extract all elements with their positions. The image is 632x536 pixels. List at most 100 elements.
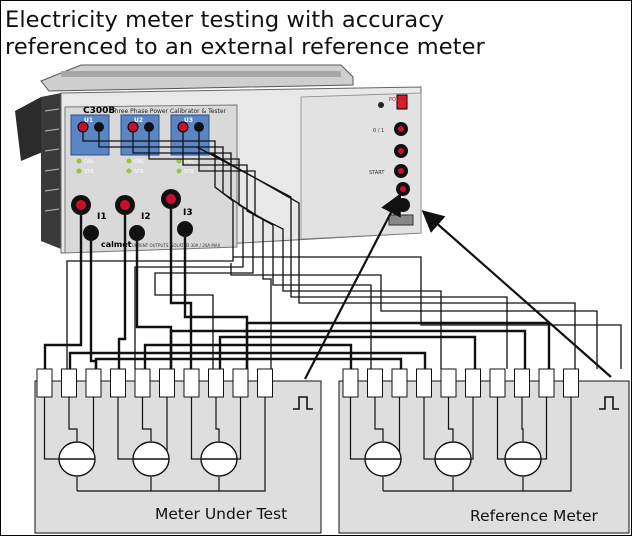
coil-lead xyxy=(215,397,220,441)
control-port-4-pin xyxy=(400,186,406,192)
terminal-block xyxy=(232,368,249,398)
led-ovl-3 xyxy=(176,158,182,164)
wire-u2-a xyxy=(132,132,254,369)
led-stb-3 xyxy=(176,168,182,174)
control-port-1-pin xyxy=(398,126,404,132)
device-front-note: CURRENT OUTPUTS ISOLATED 30A / 20A MAX xyxy=(129,243,221,248)
coil-lead xyxy=(43,397,59,460)
device-ridges xyxy=(44,108,60,212)
terminal-block xyxy=(465,368,481,398)
terminal-block xyxy=(134,368,151,398)
voltage-block-u1 xyxy=(70,114,110,156)
terminal-block xyxy=(538,368,555,398)
power-label: POWER xyxy=(389,97,408,103)
wire-i1-return xyxy=(89,241,98,369)
terminal-block xyxy=(342,368,359,398)
coil-lead xyxy=(447,397,454,441)
terminal-block xyxy=(208,368,224,398)
terminal-block xyxy=(61,368,77,398)
terminal-i2-hot xyxy=(120,200,130,210)
terminal-block xyxy=(489,368,506,398)
control-port-2-pin xyxy=(398,148,404,154)
control-port-3-pin xyxy=(398,168,404,174)
wire-i3-out xyxy=(169,209,193,369)
terminal-u2-neutral xyxy=(144,122,154,132)
coil-lead xyxy=(68,397,78,441)
power-switch xyxy=(396,94,408,110)
coil-lead xyxy=(117,397,133,460)
terminal-i2-return xyxy=(129,225,145,241)
label-stb-3: STB xyxy=(184,169,194,175)
coil-lead xyxy=(496,397,505,460)
wire-neutral-chain xyxy=(230,263,598,369)
wire-neutral-ref xyxy=(233,256,622,369)
terminal-block xyxy=(85,368,102,398)
label-ovl-2: OVL xyxy=(134,159,144,165)
label-u2: U2 xyxy=(134,117,143,124)
terminal-i3-return xyxy=(177,221,193,237)
diagram-title: Electricity meter testing with accuracy … xyxy=(5,7,485,61)
coil-lead xyxy=(237,397,242,460)
wire-u3-b xyxy=(198,132,442,369)
coil-lead xyxy=(349,397,365,460)
square-pulse-icon xyxy=(599,396,619,410)
terminal-i1-hot xyxy=(76,200,86,210)
neutral-bus xyxy=(77,397,266,492)
wire-i1-out xyxy=(43,215,83,369)
serial-port xyxy=(388,214,414,226)
coil-lead xyxy=(190,397,201,460)
terminal-block xyxy=(391,368,408,398)
terminal-block xyxy=(514,368,530,398)
device-maker: calmet xyxy=(101,240,132,249)
terminal-block xyxy=(563,368,579,398)
neutral-bus xyxy=(383,397,572,492)
wire-chain-5 xyxy=(169,329,527,369)
terminal-i3-hot xyxy=(166,194,176,204)
terminal-block xyxy=(440,368,457,398)
label-u3: U3 xyxy=(184,117,193,124)
meter-under-test-label: Meter Under Test xyxy=(155,505,287,523)
power-led xyxy=(378,102,384,108)
device-left-side xyxy=(41,93,61,249)
square-pulse-icon xyxy=(293,396,313,410)
label-stb-2: STB xyxy=(134,169,144,175)
terminal-u1-neutral xyxy=(94,122,104,132)
terminal-block xyxy=(367,368,383,398)
label-i2: I2 xyxy=(141,212,151,222)
terminal-block xyxy=(183,368,200,398)
device-side-handle xyxy=(15,97,45,161)
led-ovl-2 xyxy=(126,158,132,164)
terminal-block xyxy=(159,368,175,398)
wire-chain-6 xyxy=(245,321,551,369)
label-ovl-3: OVL xyxy=(184,159,194,165)
label-i1: I1 xyxy=(97,212,107,222)
led-stb-1 xyxy=(76,168,82,174)
pulse-connections xyxy=(304,193,612,380)
coil-lead xyxy=(521,397,524,441)
terminal-block xyxy=(36,368,53,398)
arrow-mut-pulse xyxy=(304,193,402,380)
meter-under-test-internals xyxy=(36,368,273,492)
coil-lead xyxy=(141,397,152,441)
voltage-blocks xyxy=(70,114,210,156)
device-model: C300B xyxy=(83,106,115,116)
device-model-description: Three Phase Power Calibrator & Tester xyxy=(110,108,227,115)
led-stb-2 xyxy=(126,168,132,174)
device-handle-bar xyxy=(40,64,354,92)
reference-meter-label: Reference Meter xyxy=(470,507,599,525)
coil-lead xyxy=(541,397,548,460)
led-ovl-1 xyxy=(76,158,82,164)
coil-lead xyxy=(374,397,384,441)
wire-chain-3 xyxy=(218,335,477,369)
terminal-block xyxy=(416,368,432,398)
coil-lead xyxy=(423,397,435,460)
terminal-i1-return xyxy=(83,225,99,241)
terminal-block xyxy=(110,368,126,398)
right-label-0: 0 / 1 xyxy=(373,128,384,134)
label-u1: U1 xyxy=(84,117,93,124)
voltage-block-u2 xyxy=(120,114,160,156)
terminal-u3-neutral xyxy=(194,122,204,132)
device-handle-grip xyxy=(61,71,341,77)
